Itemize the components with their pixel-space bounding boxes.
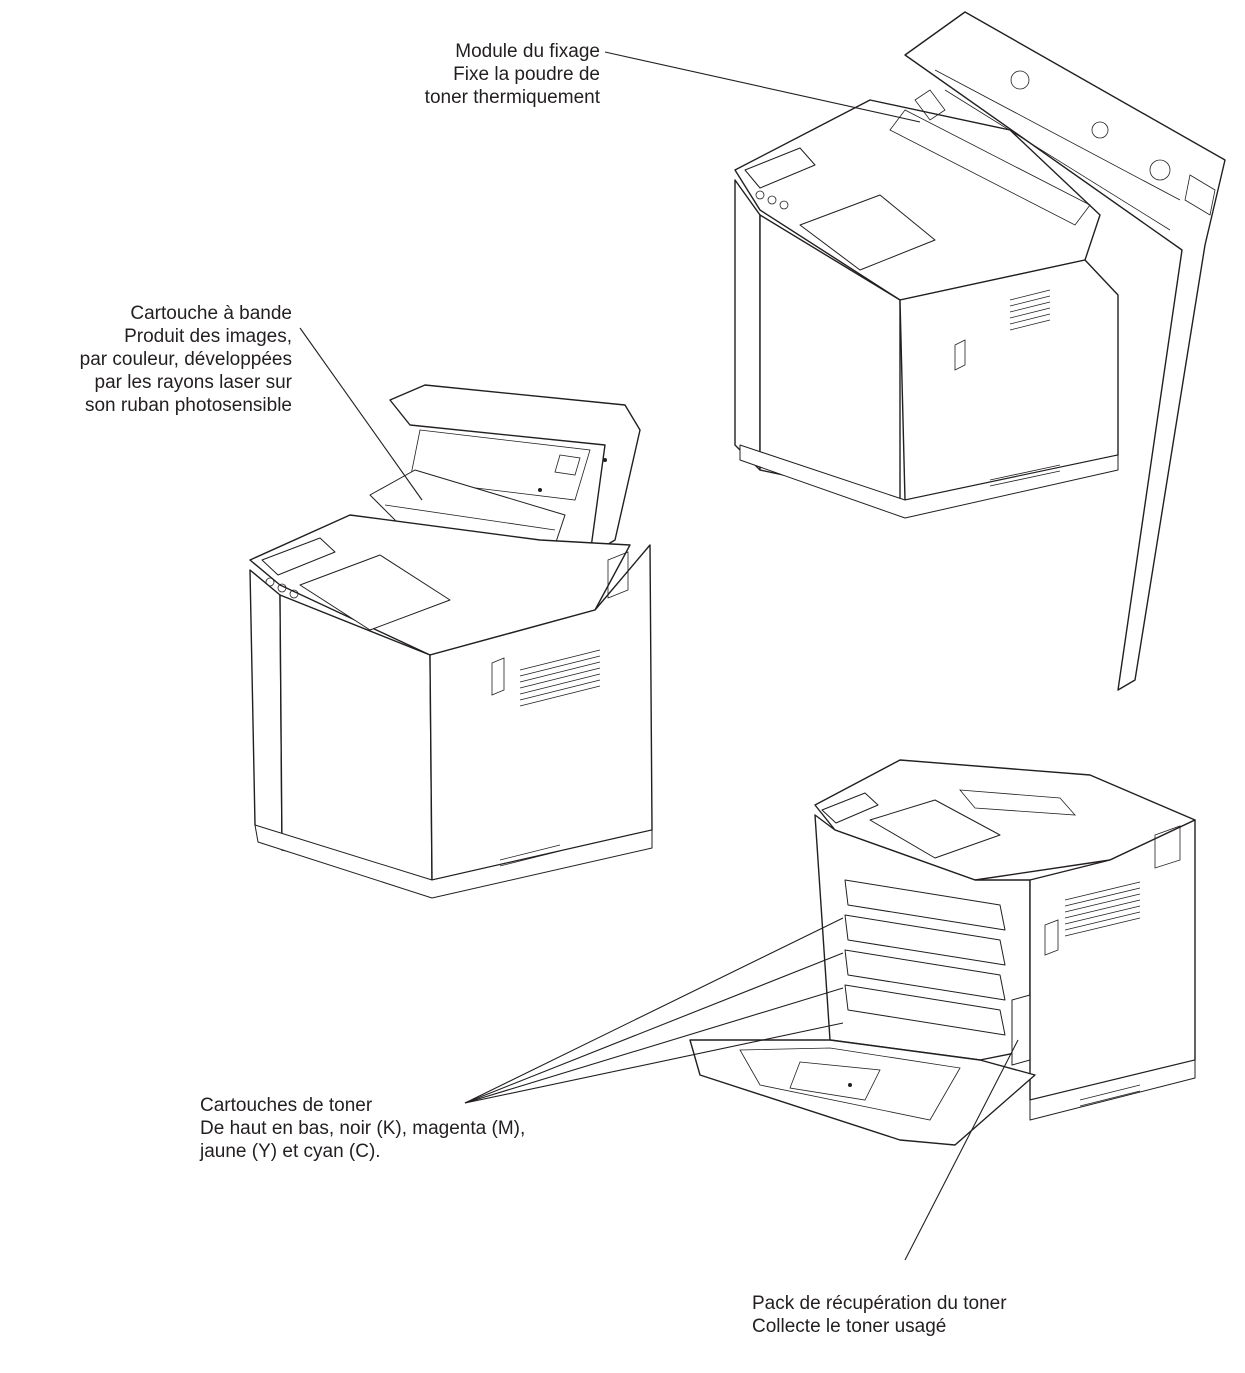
label-waste-title: Pack de récupération du toner [752,1293,1007,1314]
label-belt-line5: son ruban photosensible [84,395,292,416]
printer-side [1029,819,1196,1101]
label-fuser-title: Module du fixage [455,41,600,62]
label-waste-line2: Collecte le toner usagé [752,1316,947,1337]
printer-fuser-view [734,11,1226,691]
toner-cartridge-y [844,949,1006,1001]
printer-toner-view [689,759,1196,1146]
leader-line-waste [904,1039,1019,1261]
control-panel [744,147,816,189]
waste-toner-pack [1011,994,1031,1066]
printer-side [899,259,1119,501]
label-belt-line4: par les rayons laser sur [94,372,292,393]
control-panel [261,537,336,576]
toner-cartridge-c [844,984,1006,1036]
label-belt-line3: par couleur, développées [79,349,292,370]
printer-base [739,444,1119,519]
leader-line-toner-m [464,952,844,1104]
label-toner-line2: De haut en bas, noir (K), magenta (M), [200,1118,526,1139]
label-fuser-line2: Fixe la poudre de [453,64,600,85]
open-top-cover [389,384,641,556]
printer-side [429,544,653,881]
output-tray [799,194,936,271]
leader-line-toner-k [464,917,844,1104]
fuser-module [889,109,1091,226]
leader-line-toner-y [464,987,844,1104]
label-waste-toner-pack: Pack de récupération du toner Collecte l… [752,1292,1152,1338]
output-tray [299,554,451,631]
label-toner-cartridges: Cartouches de toner De haut en bas, noir… [200,1094,600,1163]
printer-top [734,99,1101,301]
printer-top [249,514,631,656]
label-fuser-module: Module du fixage Fixe la poudre de toner… [340,40,600,109]
printer-belt-view [249,384,653,899]
leader-line-belt [299,327,423,501]
label-fuser-line3: toner thermiquement [424,87,600,108]
printer-front-left [249,569,283,851]
printer-base [1029,1059,1196,1121]
printer-base [254,824,653,899]
leader-line-fuser [604,51,921,123]
label-belt-cartridge: Cartouche à bande Produit des images, pa… [2,302,292,417]
leader-lines [299,51,1019,1261]
label-belt-line2: Produit des images, [124,326,292,347]
toner-cartridge-k [844,879,1006,931]
label-toner-title: Cartouches de toner [200,1095,373,1116]
printer-front-left [734,179,761,471]
leader-line-toner-c [464,1022,844,1104]
output-tray [869,799,1001,859]
label-belt-title: Cartouche à bande [130,303,292,324]
toner-cartridge-m [844,914,1006,966]
label-toner-line3: jaune (Y) et cyan (C). [200,1141,381,1162]
control-panel [821,792,879,824]
